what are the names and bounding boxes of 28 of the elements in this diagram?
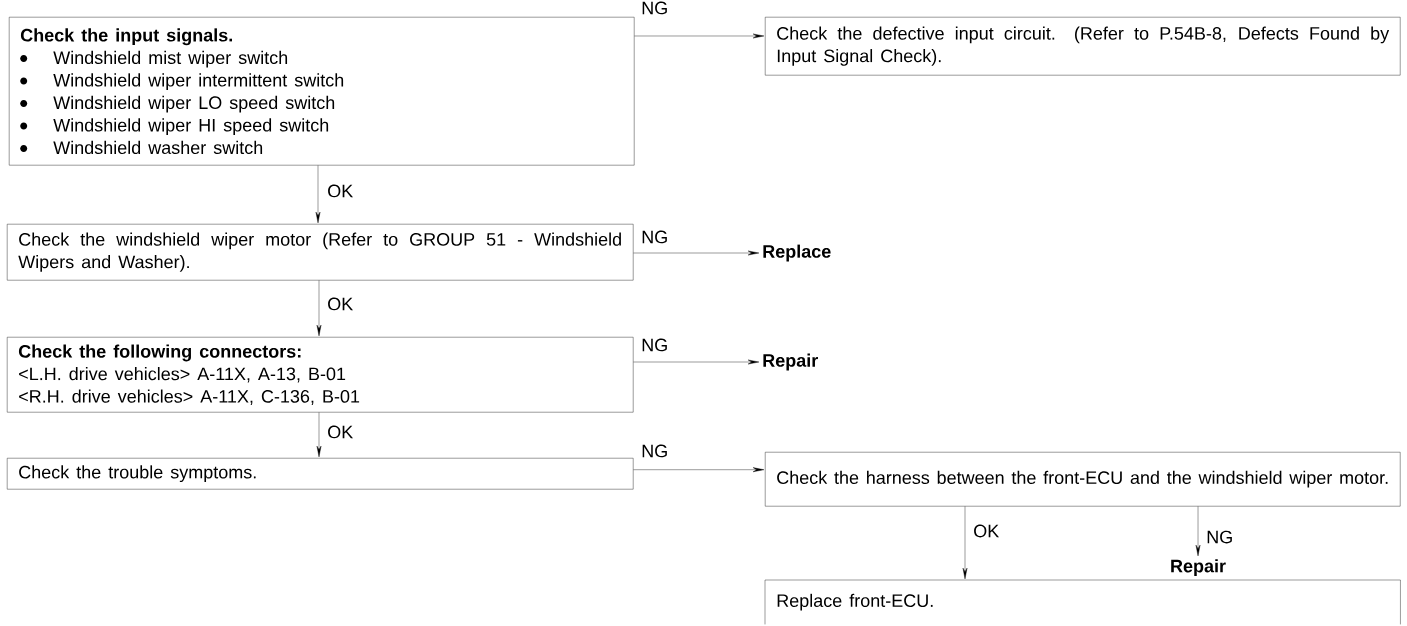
- result-text: Repair: [1171, 559, 1226, 576]
- edge-label: OK: [326, 424, 355, 440]
- process-box: Check the harness between the front-ECU and the windshield wiper motor.: [765, 452, 1401, 507]
- process-box: Check the windshield wiper motor (Refer to GROUP 51 - Windshield Wipers and Washer).: [7, 224, 634, 281]
- result-text: Repair: [763, 353, 818, 371]
- process-box: Check the trouble symptoms.: [7, 458, 634, 490]
- process-box: Check the defective input circuit. (Refer to P.54B-8, Defects Found by Input Signal Check).: [765, 17, 1401, 76]
- edge-label: OK: [326, 183, 355, 199]
- process-box: Check the following connectors: <L.H. drive vehicles> A-11X, A-13, B-01 <R.H. drive vehicles> A-11X, C-136, B-01: [7, 337, 634, 413]
- arrow: [752, 33, 765, 39]
- edge-label: NG: [640, 229, 670, 245]
- result-text: Replace: [763, 244, 831, 262]
- arrow: [633, 359, 760, 365]
- arrow: [316, 412, 322, 458]
- process-box: Check the input signals. Windshield mist wiper switch Windshield wiper intermittent switch Windshield wiper LO speed switch Windshield wiper HI speed switch Windshield washer switch: [9, 17, 635, 166]
- process-box: Replace front-ECU.: [764, 579, 1401, 625]
- edge-label: NG: [640, 443, 670, 459]
- arrow: [752, 467, 765, 472]
- edge-label: NG: [640, 337, 670, 353]
- arrow: [633, 250, 760, 256]
- edge-label: OK: [326, 296, 355, 312]
- edge-label: OK: [972, 523, 1001, 539]
- arrow: [316, 280, 322, 337]
- arrow: [962, 506, 968, 580]
- edge-label: NG: [1205, 529, 1235, 545]
- edge-label: NG: [640, 0, 670, 16]
- arrow: [315, 165, 321, 224]
- arrow: [1195, 506, 1201, 557]
